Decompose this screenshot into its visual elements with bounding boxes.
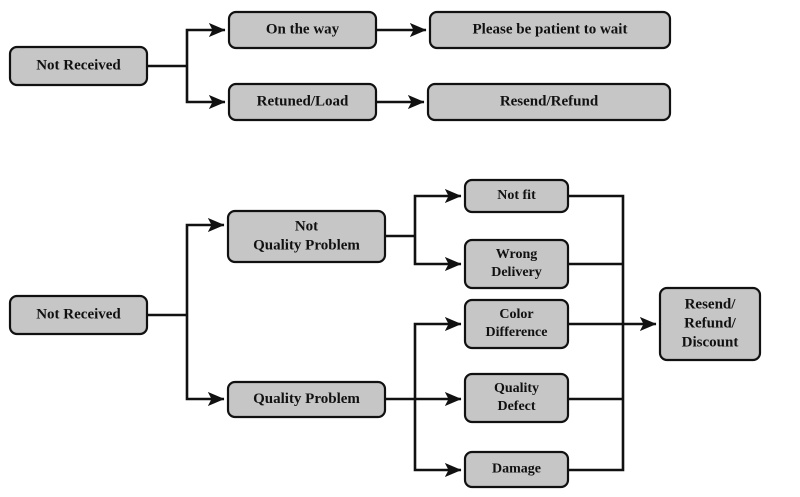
node-label: Resend/ [685,296,737,312]
edge-qp-split-to-damage [413,399,462,478]
node-retuned-load[interactable]: Retuned/Load [227,82,378,122]
node-label: Difference [486,325,548,340]
node-label: Retuned/Load [257,93,349,109]
nodes-layer: Not Received On the way Please be patient … [8,10,762,489]
node-not-fit[interactable]: Not fit [463,178,570,214]
edge-damage-to-merge [568,324,625,472]
node-box[interactable] [658,286,762,362]
node-box[interactable] [463,450,570,489]
node-on-the-way[interactable]: On the way [227,10,378,50]
edge-branch-to-retuned-load [185,66,226,110]
node-not-received[interactable]: Not Received [8,294,149,336]
node-label: Defect [497,399,535,414]
node-label: Please be patient to wait [473,21,628,37]
node-box[interactable] [428,10,672,50]
node-box[interactable] [8,45,149,87]
node-label: Quality Problem [253,237,360,253]
edge-qp-split-to-color-difference [413,316,462,399]
node-box[interactable] [463,178,570,214]
node-box[interactable] [8,294,149,336]
node-label: On the way [266,21,340,37]
node-damage[interactable]: Damage [463,450,570,489]
node-label: Quality [494,381,539,396]
node-box[interactable] [426,82,672,122]
node-box[interactable] [463,372,570,424]
node-box[interactable] [463,298,570,350]
edges-layer [147,22,657,478]
node-box[interactable] [226,380,387,419]
node-label: Quality Problem [253,391,360,407]
node-resend-refund-discount[interactable]: Resend/Refund/Discount [658,286,762,362]
node-label: Wrong [496,247,538,262]
node-label: Resend/Refund [500,93,599,109]
node-box[interactable] [463,238,570,290]
edge-notqp-split-to-not-fit [413,188,462,236]
node-box[interactable] [227,10,378,50]
node-box[interactable] [226,209,387,264]
node-label: Not fit [497,188,536,203]
node-label: Color [499,307,533,322]
node-label: Not Received [36,57,121,73]
node-label: Not [295,218,318,234]
node-label: Refund/ [684,315,737,331]
edge-notqp-split-to-wrong-delivery [413,236,462,272]
node-label: Delivery [491,265,542,280]
edge-not-fit-to-merge [568,194,625,324]
node-not-received[interactable]: Not Received [8,45,149,87]
edge-branch-to-quality-problem [185,315,225,407]
node-box[interactable] [227,82,378,122]
node-quality-problem[interactable]: Quality Problem [226,380,387,419]
node-label: Damage [492,462,541,477]
edge-branch-to-on-the-way [185,22,226,66]
node-resend-refund[interactable]: Resend/Refund [426,82,672,122]
node-label: Discount [682,334,739,350]
edge-branch-to-not-quality-problem [185,217,225,315]
node-please-be-patient[interactable]: Please be patient to wait [428,10,672,50]
node-label: Not Received [36,306,121,322]
